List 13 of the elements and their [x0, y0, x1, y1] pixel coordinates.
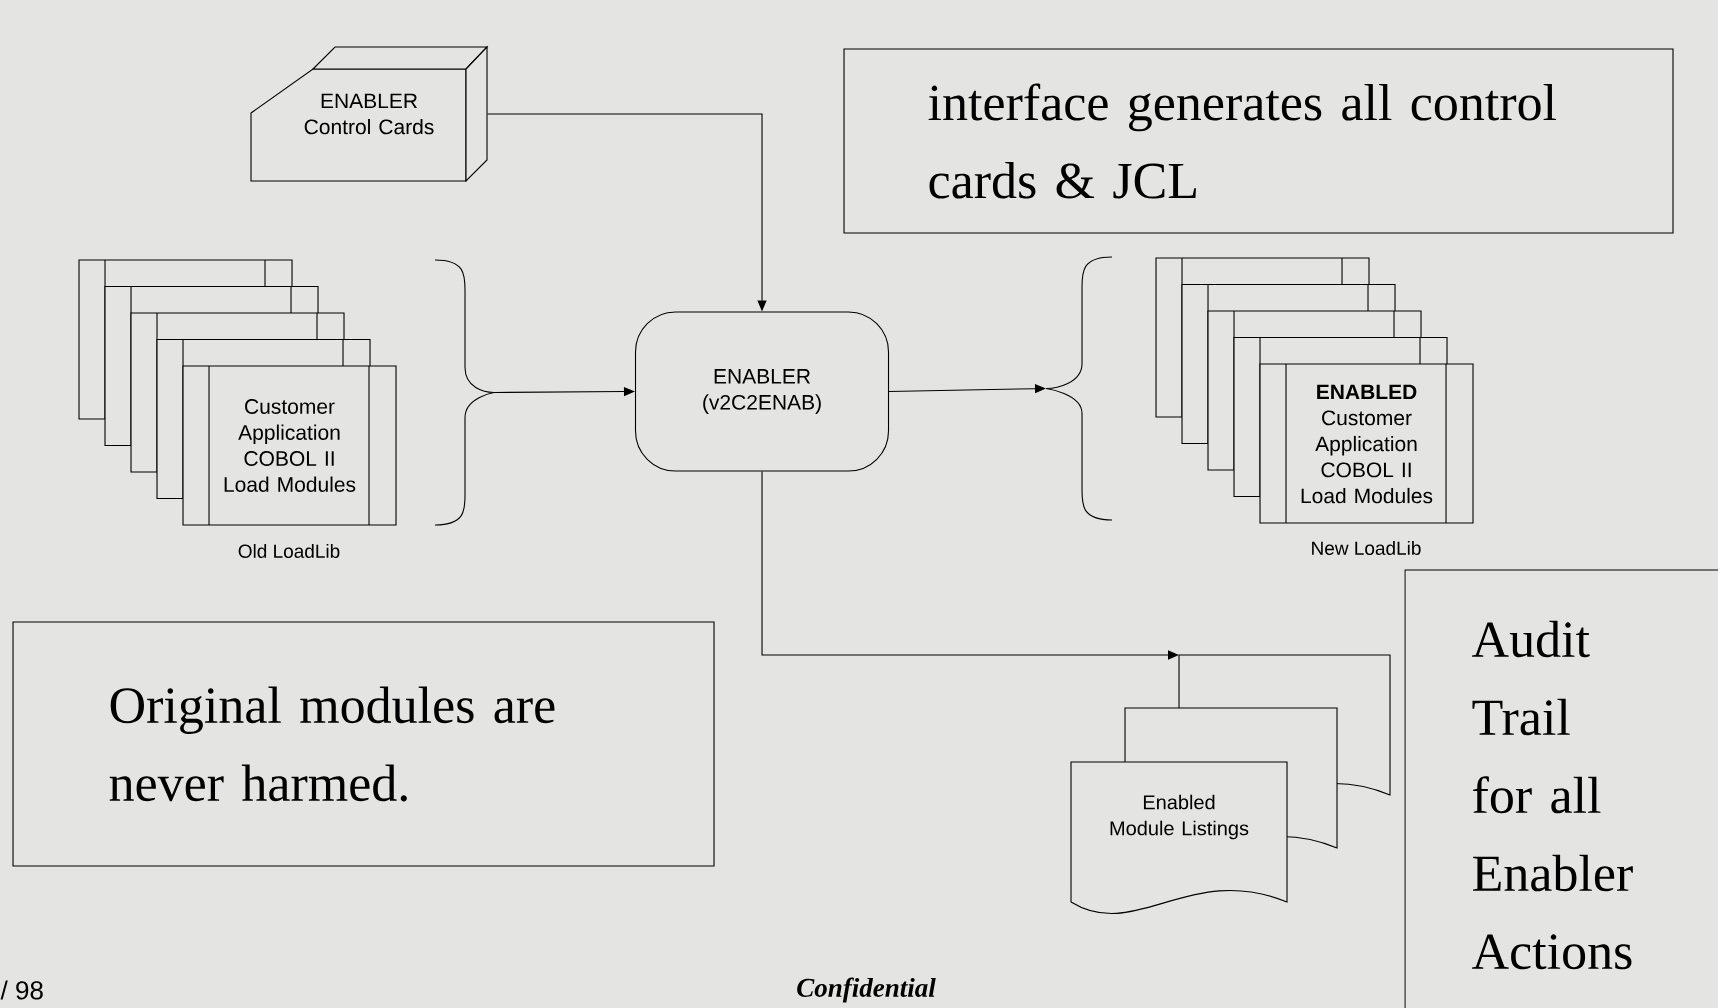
- text-box: Audit Trail for all Enabler Actions: [1404, 569, 1718, 1008]
- footer-text: Confidential: [797, 977, 936, 1003]
- process-box: ENABLER (v2C2ENAB): [634, 311, 890, 472]
- text-box: Original modules are never harmed.: [12, 621, 715, 867]
- caption-text: Old LoadLib: [238, 544, 340, 558]
- document-stack: Enabled Module Listings: [1070, 654, 1391, 914]
- module-stack: ENABLED Customer Application COBOL II Load Modules: [1045, 256, 1474, 524]
- arrow: [761, 471, 1179, 660]
- text-box: interface generates all control cards & JCL: [843, 48, 1674, 234]
- caption-text: New LoadLib: [1312, 541, 1421, 555]
- arrow: [888, 384, 1046, 394]
- module-stack: Customer Application COBOL II Load Modules: [78, 259, 495, 526]
- footer-text: / 98: [0, 980, 43, 1000]
